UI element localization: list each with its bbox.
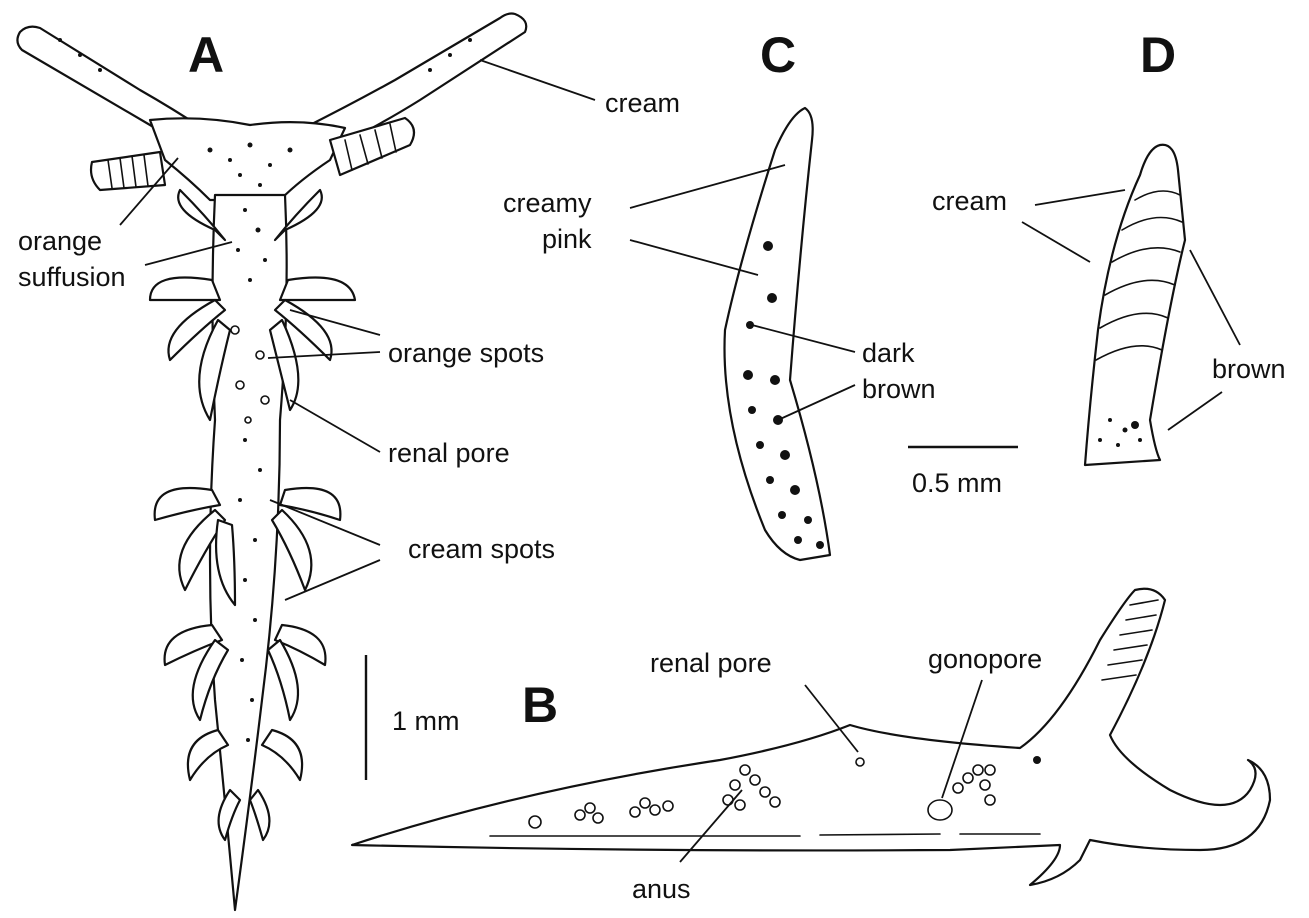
label-a-cream-spots: cream spots: [408, 534, 555, 564]
panel-letter-d: D: [1140, 27, 1176, 83]
panel-letter-a: A: [188, 27, 224, 83]
scale-label-05mm: 0.5 mm: [912, 468, 1002, 498]
label-b-anus: anus: [632, 874, 691, 904]
label-c-dark: dark: [862, 338, 915, 368]
panel-b-drawing: [352, 589, 1270, 885]
label-c-pink: pink: [542, 224, 592, 254]
label-b-renal-pore: renal pore: [650, 648, 772, 678]
scale-label-1mm: 1 mm: [392, 706, 460, 736]
label-a-orange-spots: orange spots: [388, 338, 544, 368]
label-c-creamy: creamy: [503, 188, 592, 218]
label-a-orange: orange: [18, 226, 102, 256]
panel-letter-c: C: [760, 27, 796, 83]
label-a-renal-pore: renal pore: [388, 438, 510, 468]
panel-d-drawing: [1085, 145, 1185, 465]
label-d-cream: cream: [932, 186, 1007, 216]
panel-letter-b: B: [522, 677, 558, 733]
label-b-gonopore: gonopore: [928, 644, 1042, 674]
label-c-brown: brown: [862, 374, 936, 404]
label-d-brown: brown: [1212, 354, 1286, 384]
label-a-cream: cream: [605, 88, 680, 118]
label-a-suffusion: suffusion: [18, 262, 126, 292]
panel-c-drawing: [725, 108, 831, 560]
